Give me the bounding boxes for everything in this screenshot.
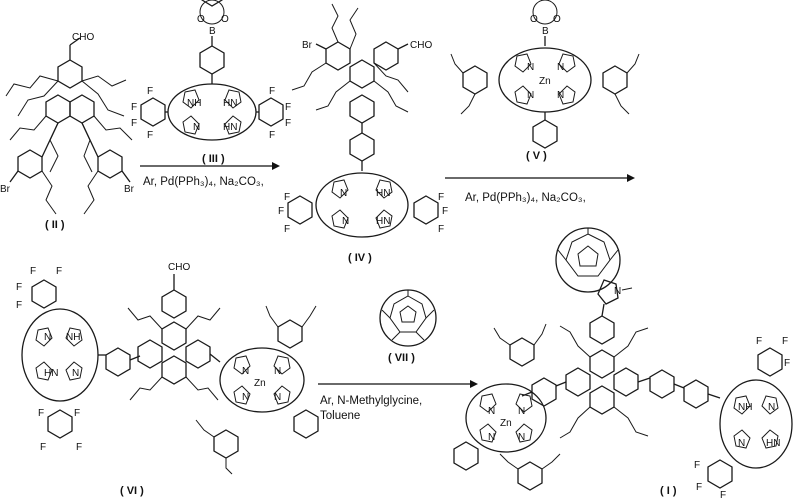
structure-V: O O B N N Zn N N: [450, 0, 640, 149]
cho-label: CHO: [72, 32, 94, 43]
n-label: N: [242, 366, 249, 377]
n-label: N: [527, 90, 534, 101]
n-label: N: [768, 402, 775, 413]
n-label: N: [557, 62, 564, 73]
zn-label: Zn: [254, 378, 266, 389]
f-label: F: [30, 266, 36, 277]
f-label: F: [285, 118, 291, 129]
f-label: F: [76, 442, 82, 453]
f-label: F: [74, 408, 80, 419]
structure-III: O O B NH HN N HN F F F F F F F F: [131, 0, 291, 141]
f-label: F: [40, 442, 46, 453]
n-label: N: [557, 90, 564, 101]
n-label: N: [193, 122, 200, 133]
f-label: F: [56, 266, 62, 277]
hn-label: HN: [376, 216, 390, 227]
o-label: O: [197, 14, 205, 25]
b-label: B: [542, 26, 549, 37]
f-label: F: [442, 206, 448, 217]
nh-label: NH: [187, 98, 201, 109]
f-label: F: [782, 336, 788, 347]
compound-label-VI: ( VI ): [120, 485, 144, 497]
cho-label: CHO: [410, 40, 432, 51]
structure-IV: N HN N HN F F F F F F Br CHO: [278, 3, 448, 238]
compound-label-II: ( II ): [45, 219, 65, 231]
zn-label: Zn: [500, 418, 512, 429]
br-label: Br: [124, 184, 135, 195]
compound-label-V: ( V ): [526, 150, 547, 162]
f-label: F: [720, 490, 726, 501]
f-label: F: [147, 86, 153, 97]
n-label: N: [527, 62, 534, 73]
n-label: N: [488, 406, 495, 417]
compound-label-I: ( I ): [660, 485, 677, 497]
f-label: F: [284, 192, 290, 203]
structure-VII: [379, 289, 437, 347]
br-label: Br: [302, 40, 313, 51]
structure-VI: N NH HN N F F F F F F F F CHO N N Z: [16, 262, 319, 475]
structure-I: N N N Zn N N: [453, 227, 793, 501]
f-label: F: [756, 336, 762, 347]
n-label: N: [274, 392, 281, 403]
n-label: N: [488, 432, 495, 443]
n-label: N: [274, 366, 281, 377]
hn-label: HN: [223, 122, 237, 133]
nh-label: NH: [738, 402, 752, 413]
n-label: N: [738, 438, 745, 449]
f-label: F: [438, 192, 444, 203]
hn-label: HN: [376, 188, 390, 199]
f-label: F: [696, 482, 702, 493]
n-label: N: [44, 332, 51, 343]
f-label: F: [269, 130, 275, 141]
f-label: F: [284, 224, 290, 235]
conditions-step1: Ar, Pd(PPh₃)₄, Na₂CO₃,: [143, 176, 264, 188]
o-label: O: [221, 14, 229, 25]
n-label: N: [242, 392, 249, 403]
o-label: O: [553, 14, 561, 25]
structure-II: CHO Br Br: [0, 32, 135, 215]
compound-label-III: ( III ): [202, 153, 225, 165]
f-label: F: [269, 86, 275, 97]
reaction-arrow-3: [318, 380, 478, 388]
compound-label-VII: ( VII ): [388, 352, 415, 364]
f-label: F: [784, 358, 790, 369]
conditions-step2: Ar, Pd(PPh₃)₄, Na₂CO₃,: [465, 192, 586, 204]
reaction-arrow-2: [445, 174, 635, 182]
f-label: F: [131, 102, 137, 113]
f-label: F: [16, 282, 22, 293]
n-label: N: [518, 432, 525, 443]
f-label: F: [278, 206, 284, 217]
reaction-arrow-1: [140, 162, 280, 170]
f-label: F: [694, 460, 700, 471]
nh-label: NH: [66, 332, 80, 343]
f-label: F: [16, 300, 22, 311]
cho-label: CHO: [168, 262, 190, 273]
hn-label: HN: [44, 368, 58, 379]
n-label: N: [518, 406, 525, 417]
n-label: N: [342, 216, 349, 227]
conditions-step3-line2: Toluene: [320, 410, 361, 422]
f-label: F: [147, 130, 153, 141]
f-label: F: [38, 408, 44, 419]
f-label: F: [285, 102, 291, 113]
n-label: N: [340, 188, 347, 199]
n-label: N: [614, 286, 621, 297]
f-label: F: [438, 224, 444, 235]
b-label: B: [209, 26, 216, 37]
zn-label: Zn: [539, 76, 551, 87]
br-label: Br: [0, 184, 11, 195]
o-label: O: [530, 14, 538, 25]
conditions-step3-line1: Ar, N-Methylglycine,: [320, 395, 423, 407]
hn-label: HN: [766, 438, 780, 449]
f-label: F: [131, 118, 137, 129]
compound-label-IV: ( IV ): [348, 252, 372, 264]
n-label: N: [72, 368, 79, 379]
hn-label: HN: [223, 98, 237, 109]
